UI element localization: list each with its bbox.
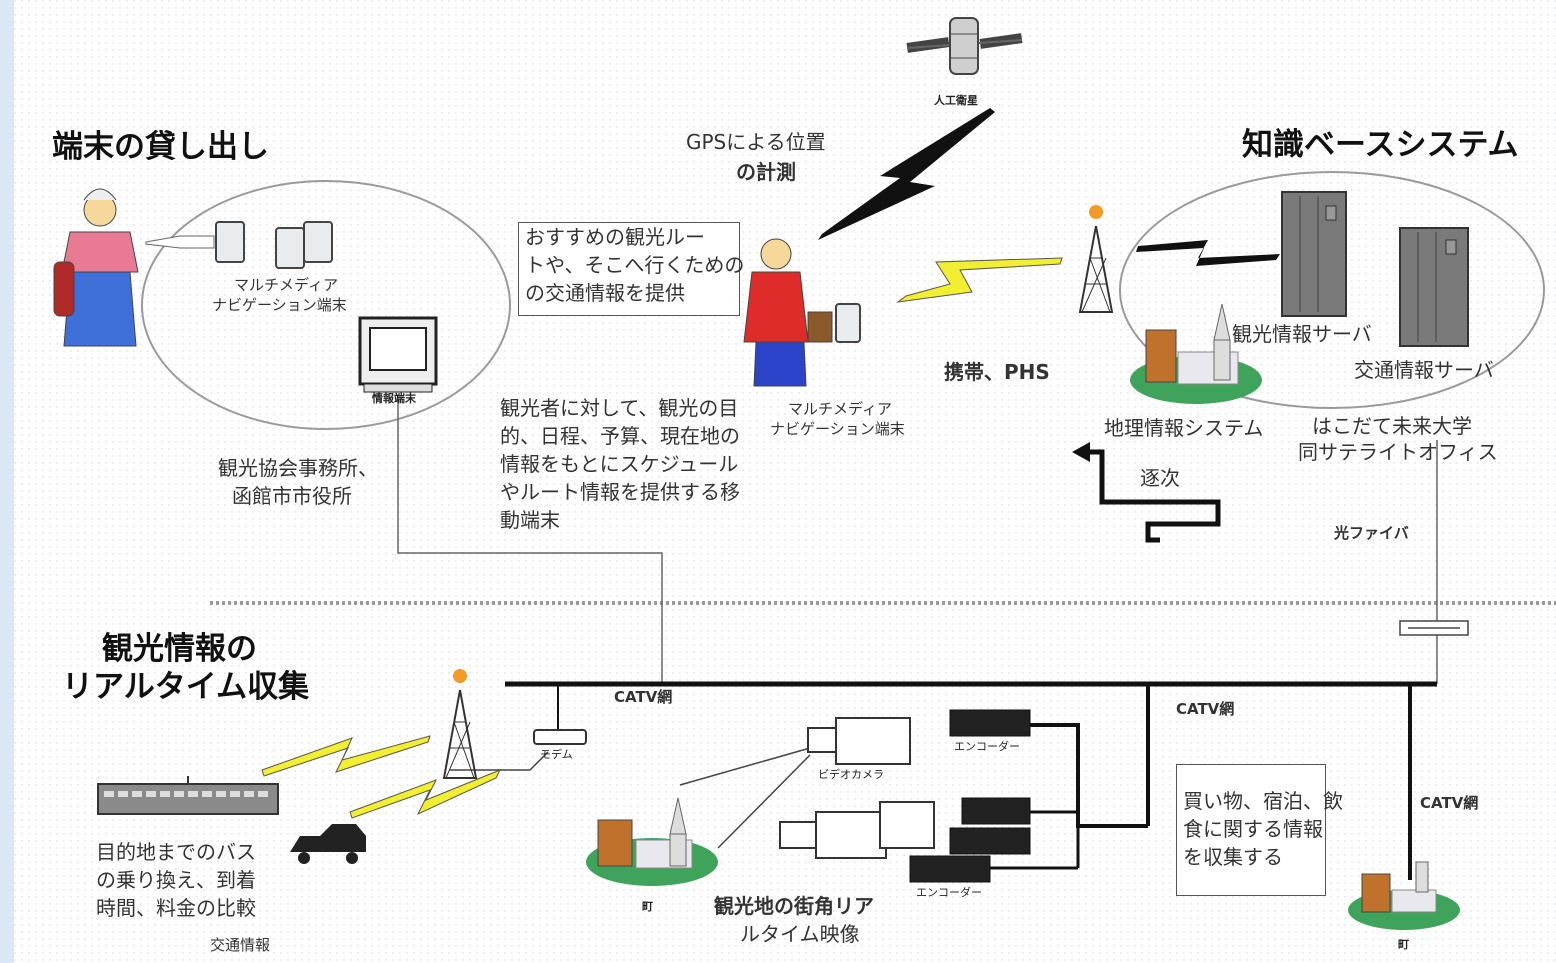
antenna-tower-bottom xyxy=(442,669,478,779)
satellite-icon xyxy=(906,17,1023,75)
traffic-server-icon xyxy=(1399,227,1469,347)
tourist-woman-icon xyxy=(53,188,139,347)
bus-signal-bolt xyxy=(261,735,431,777)
encoder-label-1: エンコーダー xyxy=(954,740,1020,753)
encoder-label-2: エンコーダー xyxy=(916,886,982,899)
office-label-line1: 観光協会事務所、 xyxy=(218,456,378,480)
server-signal-bolt xyxy=(1136,240,1280,266)
shopping-info-line3: を収集する xyxy=(1183,845,1283,869)
description-line1: 観光者に対して、観光の目 xyxy=(500,396,739,420)
description-line3: 情報をもとにスケジュール xyxy=(500,452,739,476)
sequence-label: 逐次 xyxy=(1140,466,1180,490)
lending-arrow xyxy=(145,235,215,249)
video-camera-icons xyxy=(779,717,935,859)
realtime-heading-line1: 観光情報の xyxy=(102,631,257,667)
tourism-server-icon xyxy=(1281,191,1347,317)
modem-icon xyxy=(533,729,587,745)
description-line4: やルート情報を提供する移 xyxy=(500,480,740,504)
mobile-signal-bolt xyxy=(896,257,1063,303)
bus-info-line1: 目的地までのバス xyxy=(96,840,256,864)
office-label-line2: 函館市市役所 xyxy=(232,484,352,508)
encoder-link-top xyxy=(1030,723,1148,828)
catv-label-3: CATV網 xyxy=(1420,794,1479,812)
university-label-line2: 同サテライトオフィス xyxy=(1298,440,1498,464)
knowledge-base-ellipse xyxy=(1119,171,1545,409)
gps-label-line2: の計測 xyxy=(736,160,796,184)
modem-label: モデム xyxy=(540,748,573,761)
traffic-info-label: 交通情報 xyxy=(210,936,271,954)
town-label-2: 町 xyxy=(1398,938,1409,951)
gis-label: 地理情報システム xyxy=(1104,416,1264,440)
street-video-line1: 観光地の街角リア xyxy=(714,894,874,918)
gps-label-line1: GPSによる位置 xyxy=(686,130,826,154)
kiosk-monitor-icon xyxy=(358,316,438,393)
kiosk-connection-line xyxy=(397,398,663,684)
rental-terminal-label-line2: ナビゲーション端末 xyxy=(212,296,347,314)
kiosk-label: 情報端末 xyxy=(372,392,416,405)
left-edge-strip xyxy=(0,0,14,963)
sequential-arrow xyxy=(1072,442,1221,543)
tourist-terminal-label-line1: マルチメディア xyxy=(788,400,892,418)
camera-view-line1 xyxy=(679,747,811,786)
mobile-label: 携帯、PHS xyxy=(944,360,1050,384)
catv-label-2: CATV網 xyxy=(1176,700,1235,718)
gis-town-icon xyxy=(1130,303,1262,404)
callout-line2: トや、そこへ行くための xyxy=(525,253,745,277)
camera-view-line2 xyxy=(717,754,811,849)
fiber-label: 光ファイバ xyxy=(1334,524,1409,542)
handheld-terminal-icons xyxy=(215,221,861,343)
route-callout: おすすめの観光ルー トや、そこへ行くための の交通情報を提供 xyxy=(518,222,744,316)
rental-area-ellipse xyxy=(141,180,511,430)
university-label-line1: はこだて未来大学 xyxy=(1312,414,1472,438)
callout-line1: おすすめの観光ルー xyxy=(525,225,705,249)
rental-heading: 端末の貸し出し xyxy=(52,129,269,165)
callout-line3: の交通情報を提供 xyxy=(525,281,685,305)
knowledge-base-heading: 知識ベースシステム xyxy=(1242,127,1519,163)
car-icon xyxy=(290,824,366,864)
antenna-tower-top xyxy=(1078,205,1114,313)
bus-info-line2: の乗り換え、到着 xyxy=(96,868,256,892)
street-town-icon xyxy=(586,797,718,886)
bus-icon xyxy=(97,776,279,815)
tourist-terminal-label-line2: ナビゲーション端末 xyxy=(770,420,905,438)
catv-label-1: CATV網 xyxy=(614,688,673,706)
description-line2: 的、日程、予算、現在地の xyxy=(500,424,740,448)
traffic-server-label: 交通情報サーバ xyxy=(1354,358,1494,382)
realtime-heading-line2: リアルタイム収集 xyxy=(62,669,310,705)
bus-info-line3: 時間、料金の比較 xyxy=(96,896,256,920)
town-label-1: 町 xyxy=(642,900,653,913)
shopping-town-icon xyxy=(1348,861,1460,930)
encoder-icons xyxy=(909,709,1031,883)
description-line5: 動端末 xyxy=(500,508,560,532)
shopping-info-line2: 食に関する情報 xyxy=(1183,817,1323,841)
tourist-man-icon xyxy=(743,238,833,387)
satellite-label: 人工衛星 xyxy=(934,94,978,107)
street-video-line2: ルタイム映像 xyxy=(740,922,860,946)
shopping-info-box: 買い物、宿泊、飲 食に関する情報 を収集する xyxy=(1176,764,1343,896)
car-signal-bolt xyxy=(349,769,502,819)
shopping-info-line1: 買い物、宿泊、飲 xyxy=(1183,789,1343,813)
rental-terminal-label-line1: マルチメディア xyxy=(234,276,338,294)
tourism-server-label: 観光情報サーバ xyxy=(1232,322,1372,346)
gps-signal-bolt xyxy=(818,108,995,240)
video-camera-label: ビデオカメラ xyxy=(818,768,884,781)
